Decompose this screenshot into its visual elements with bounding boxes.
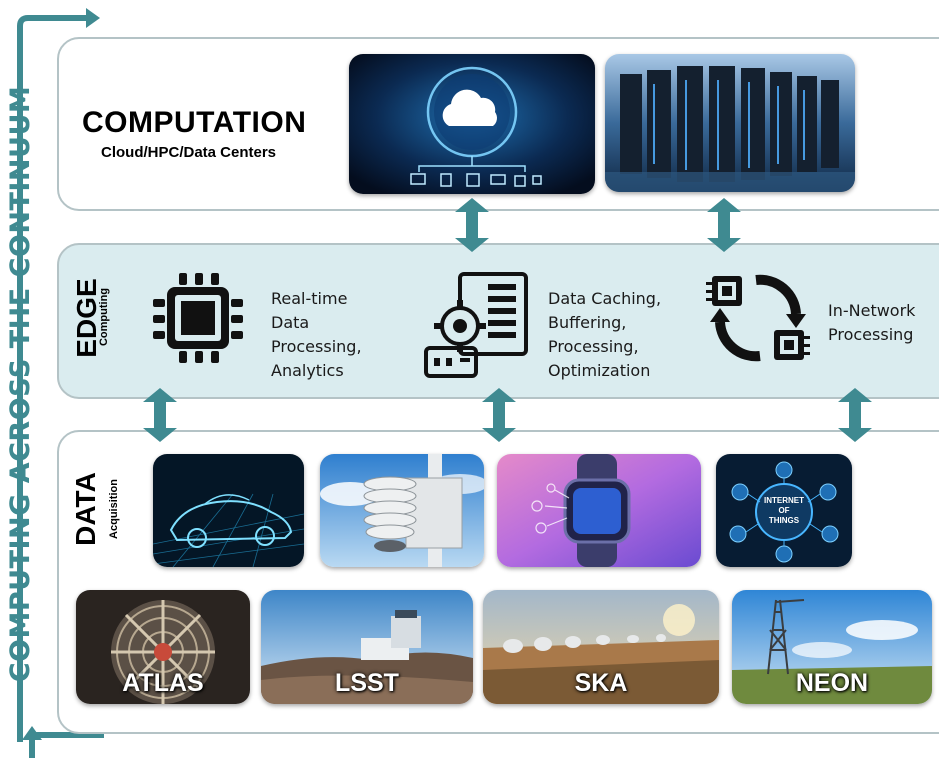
site-lsst-image: LSST bbox=[261, 590, 473, 704]
arrow-cloud-edge bbox=[455, 198, 489, 252]
data-subtitle: Acquisition bbox=[108, 479, 120, 539]
site-neon-image: NEON bbox=[732, 590, 932, 704]
site-atlas-image: ATLAS bbox=[76, 590, 250, 704]
site-neon-label: NEON bbox=[795, 669, 869, 697]
arrow-edge-data-3 bbox=[838, 388, 872, 442]
arrow-edge-data-2 bbox=[482, 388, 516, 442]
weather-station-image bbox=[320, 454, 484, 567]
autonomous-car-image bbox=[153, 454, 304, 567]
arrow-datacenter-edge bbox=[707, 198, 741, 252]
edge-item-caching-text: Data Caching,Buffering,Processing,Optimi… bbox=[548, 289, 662, 380]
smartwatch-image bbox=[497, 454, 701, 567]
site-atlas-label: ATLAS bbox=[122, 669, 204, 697]
continuum-title: COMPUTING ACROSS THE CONTINUUM bbox=[5, 85, 36, 683]
site-ska-label: SKA bbox=[574, 669, 628, 697]
computation-subtitle: Cloud/HPC/Data Centers bbox=[101, 144, 277, 161]
continuum-bracket-arrow bbox=[17, 8, 104, 758]
site-lsst-label: LSST bbox=[335, 669, 399, 697]
data-title: DATA bbox=[70, 472, 101, 546]
site-ska-image: SKA bbox=[483, 590, 719, 704]
network-chips-icon bbox=[706, 274, 810, 362]
server-gear-icon bbox=[424, 272, 528, 378]
edge-subtitle: Computing bbox=[98, 287, 110, 347]
computation-title: COMPUTATION bbox=[82, 106, 307, 139]
cloud-computing-image bbox=[349, 54, 595, 194]
arrow-edge-data-1 bbox=[143, 388, 177, 442]
data-center-image bbox=[605, 54, 855, 192]
chip-icon bbox=[153, 273, 243, 363]
